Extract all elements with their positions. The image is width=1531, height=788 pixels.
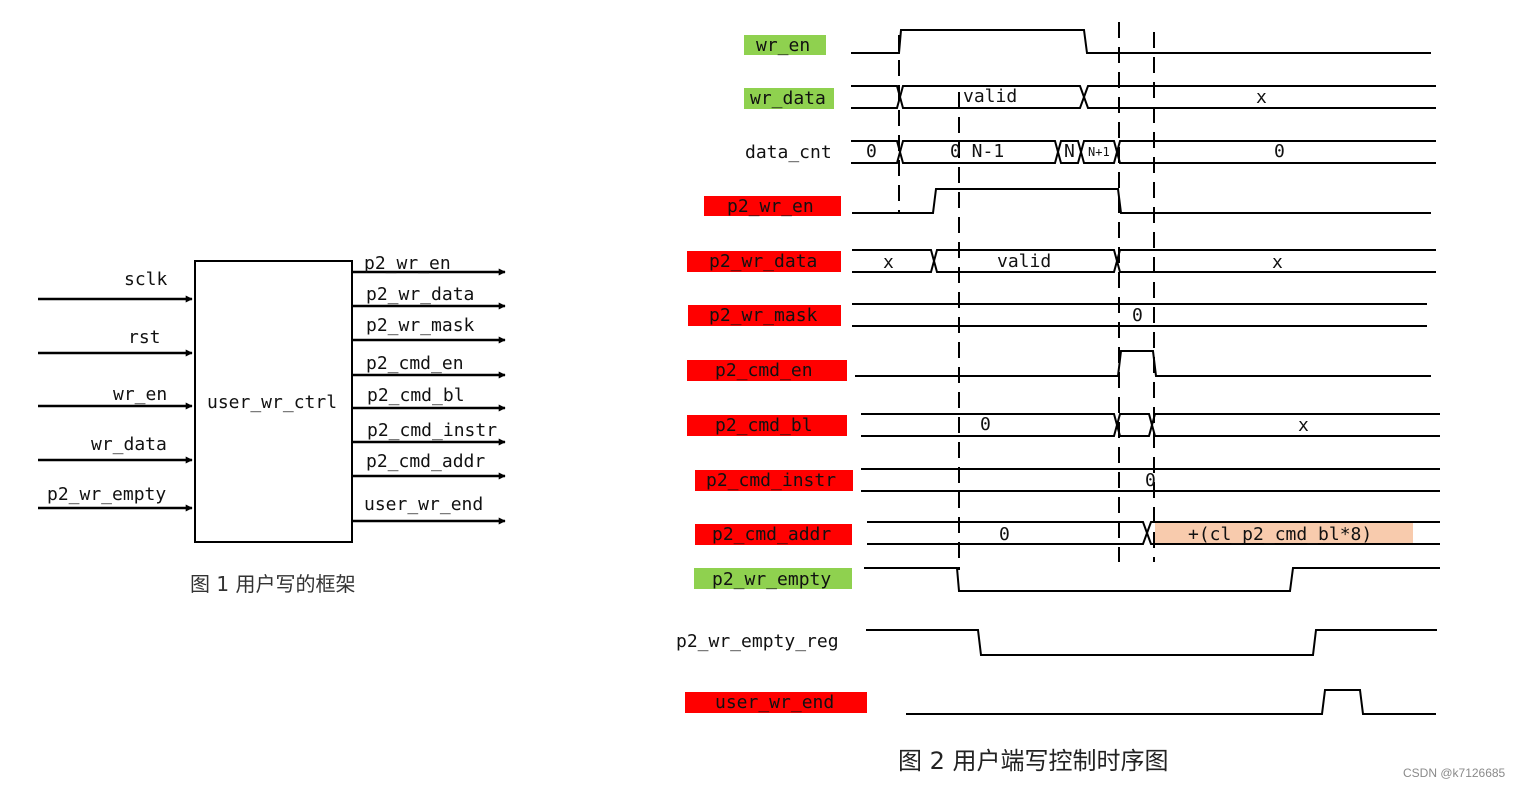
- signal-name-wr-en: wr_en: [756, 35, 810, 56]
- signal-names: wr_en wr_data data_cnt p2_wr_en p2_wr_da…: [676, 35, 839, 713]
- input-label-wr-en: wr_en: [113, 384, 167, 405]
- p2-wr-data-value-valid: valid: [997, 251, 1051, 272]
- signal-name-p2-cmd-bl: p2_cmd_bl: [715, 415, 813, 436]
- data-cnt-value-0-end: 0: [1274, 141, 1285, 162]
- data-cnt-value-n: N: [1064, 141, 1075, 162]
- output-label-p2-cmd-addr: p2_cmd_addr: [366, 451, 485, 472]
- wave-data-cnt: [851, 140, 1436, 164]
- watermark: CSDN @k7126685: [1403, 766, 1506, 780]
- wave-user-wr-end: [906, 689, 1436, 715]
- output-label-p2-wr-data: p2_wr_data: [366, 284, 474, 305]
- highlight-p2-wr-data: [687, 251, 841, 272]
- highlight-p2-wr-mask: [688, 305, 841, 326]
- wave-p2-wr-empty: [864, 567, 1440, 592]
- signal-name-p2-cmd-addr: p2_cmd_addr: [712, 524, 831, 545]
- highlight-wr-data: [744, 88, 834, 109]
- signal-name-p2-cmd-en: p2_cmd_en: [715, 360, 813, 381]
- p2-cmd-bl-value-0: 0: [980, 414, 991, 435]
- signal-name-p2-wr-mask: p2_wr_mask: [709, 305, 818, 326]
- signal-name-user-wr-end: user_wr_end: [715, 692, 834, 713]
- signal-name-data-cnt: data_cnt: [745, 142, 832, 163]
- p2-wr-data-value-x1: x: [883, 252, 894, 273]
- block-label: user_wr_ctrl: [207, 392, 337, 413]
- figure-1-caption: 图 1 用户写的框架: [190, 572, 355, 596]
- wave-p2-cmd-bl: [861, 413, 1440, 437]
- wave-wr-en: [851, 29, 1431, 54]
- input-label-wr-data: wr_data: [91, 434, 167, 455]
- highlight-p2-cmd-en: [687, 360, 847, 381]
- signal-label-highlights: [685, 35, 867, 713]
- p2-wr-data-value-x2: x: [1272, 252, 1283, 273]
- output-label-p2-wr-en: p2_wr_en: [364, 253, 451, 274]
- block-diagram: [38, 260, 506, 543]
- data-cnt-value-range: 0 N-1: [950, 141, 1004, 162]
- wave-p2-cmd-en: [855, 350, 1431, 377]
- wr-data-value-x: x: [1256, 87, 1267, 108]
- wave-p2-cmd-addr: [867, 521, 1440, 545]
- highlight-p2-cmd-bl: [687, 415, 847, 436]
- wave-p2-wr-mask: [852, 303, 1427, 327]
- p2-cmd-addr-value-expr: +(cl_p2_cmd_bl*8): [1188, 524, 1372, 545]
- input-label-rst: rst: [128, 327, 161, 348]
- highlight-wr-en: [744, 35, 826, 55]
- output-label-p2-wr-mask: p2_wr_mask: [366, 315, 475, 336]
- highlight-p2-wr-en: [704, 196, 841, 216]
- highlight-user-wr-end: [685, 692, 867, 713]
- wave-p2-wr-data: [852, 249, 1436, 273]
- p2-cmd-addr-value-fill: [1155, 522, 1413, 544]
- signal-name-wr-data: wr_data: [750, 88, 826, 109]
- highlight-p2-cmd-addr: [695, 524, 852, 545]
- signal-name-p2-cmd-instr: p2_cmd_instr: [706, 470, 836, 491]
- wave-p2-wr-en: [852, 188, 1431, 214]
- input-label-sclk: sclk: [124, 269, 168, 290]
- output-label-p2-cmd-en: p2_cmd_en: [366, 353, 464, 374]
- wave-p2-wr-empty-reg: [866, 629, 1437, 656]
- input-label-p2-wr-empty: p2_wr_empty: [47, 484, 166, 505]
- wave-p2-cmd-instr: [861, 468, 1440, 492]
- signal-name-p2-wr-data: p2_wr_data: [709, 251, 817, 272]
- user-wr-ctrl-block: [194, 260, 353, 543]
- wave-wr-data: [851, 85, 1436, 109]
- output-label-user-wr-end: user_wr_end: [364, 494, 483, 515]
- output-label-p2-cmd-instr: p2_cmd_instr: [367, 420, 497, 441]
- block-diagram-labels: user_wr_ctrl sclk rst wr_en wr_data p2_w…: [47, 253, 497, 596]
- p2-cmd-addr-value-0: 0: [999, 524, 1010, 545]
- data-cnt-value-n-plus-1: N+1: [1088, 145, 1110, 159]
- p2-wr-mask-value-0: 0: [1132, 305, 1143, 326]
- figure-2-caption: 图 2 用户端写控制时序图: [898, 747, 1169, 775]
- p2-cmd-instr-value-0: 0: [1145, 470, 1156, 491]
- bus-values: valid x 0 0 N-1 N N+1 0 x valid x 0 0 x …: [866, 86, 1372, 545]
- highlight-p2-wr-empty: [694, 568, 852, 589]
- data-cnt-value-0: 0: [866, 141, 877, 162]
- highlight-p2-cmd-instr: [695, 470, 853, 491]
- output-label-p2-cmd-bl: p2_cmd_bl: [367, 385, 465, 406]
- waveforms: [851, 29, 1440, 715]
- signal-name-p2-wr-empty: p2_wr_empty: [712, 569, 831, 590]
- time-markers: [898, 22, 1155, 570]
- wr-data-value-valid: valid: [963, 86, 1017, 107]
- p2-cmd-bl-value-x: x: [1298, 415, 1309, 436]
- signal-name-p2-wr-en: p2_wr_en: [727, 196, 814, 217]
- signal-name-p2-wr-empty-reg: p2_wr_empty_reg: [676, 631, 839, 652]
